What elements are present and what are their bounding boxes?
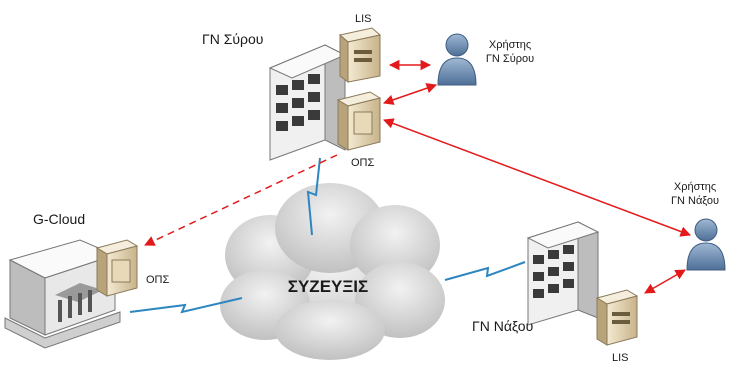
arrow-ops-user-syros (383, 83, 437, 105)
building-icon (268, 44, 347, 161)
lis-syrou-label: LIS (355, 13, 372, 25)
user-syrou-line2: ΓΝ Σύρου (486, 53, 534, 65)
server-icon (95, 239, 139, 297)
server-icon (338, 27, 382, 83)
arrow-lis-user-naxos (644, 269, 686, 294)
datacenter-icon (4, 239, 121, 349)
user-icon (686, 218, 726, 271)
gcloud-label: G-Cloud (33, 211, 85, 227)
lightning-link-icon (306, 157, 321, 236)
cloud-label: ΣΥΖΕΥΞΙΣ (288, 277, 368, 296)
user-naxou-line1: Χρήστης (674, 181, 716, 193)
gn-naxou-label: ΓΝ Νάξου (472, 318, 533, 334)
lightning-link-icon (129, 297, 243, 314)
server-icon (595, 289, 639, 346)
lightning-link-icon (444, 261, 526, 281)
cloud-icon (220, 183, 445, 360)
lis-naxou-label: LIS (612, 352, 629, 364)
user-syrou-line1: Χρήστης (489, 39, 531, 51)
gn-syrou-label: ΓΝ Σύρου (202, 31, 263, 47)
server-icon (336, 91, 382, 151)
arrow-ops-user-naxos (383, 118, 691, 237)
user-icon (437, 33, 477, 86)
ops-gcloud-label: ΟΠΣ (146, 274, 170, 286)
user-naxou-line2: ΓΝ Νάξου (671, 195, 719, 207)
building-icon (526, 221, 600, 326)
ops-syrou-label: ΟΠΣ (351, 157, 375, 169)
